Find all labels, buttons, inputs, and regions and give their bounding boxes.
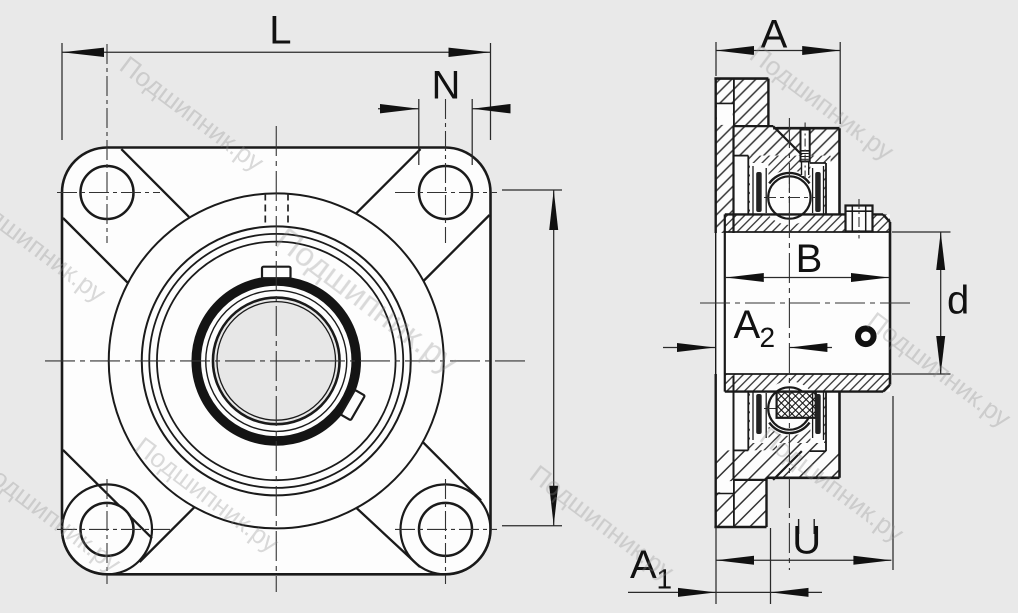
svg-text:d: d [947,279,969,323]
svg-text:B: B [796,237,823,281]
svg-text:Подшипник.ру: Подшипник.ру [524,459,679,586]
svg-text:A: A [761,13,788,57]
svg-text:L: L [269,9,291,53]
svg-text:N: N [432,64,461,108]
svg-text:A: A [734,303,761,347]
svg-text:2: 2 [760,322,776,353]
svg-text:1: 1 [657,564,673,595]
svg-text:U: U [792,519,821,563]
svg-text:A: A [630,543,657,587]
